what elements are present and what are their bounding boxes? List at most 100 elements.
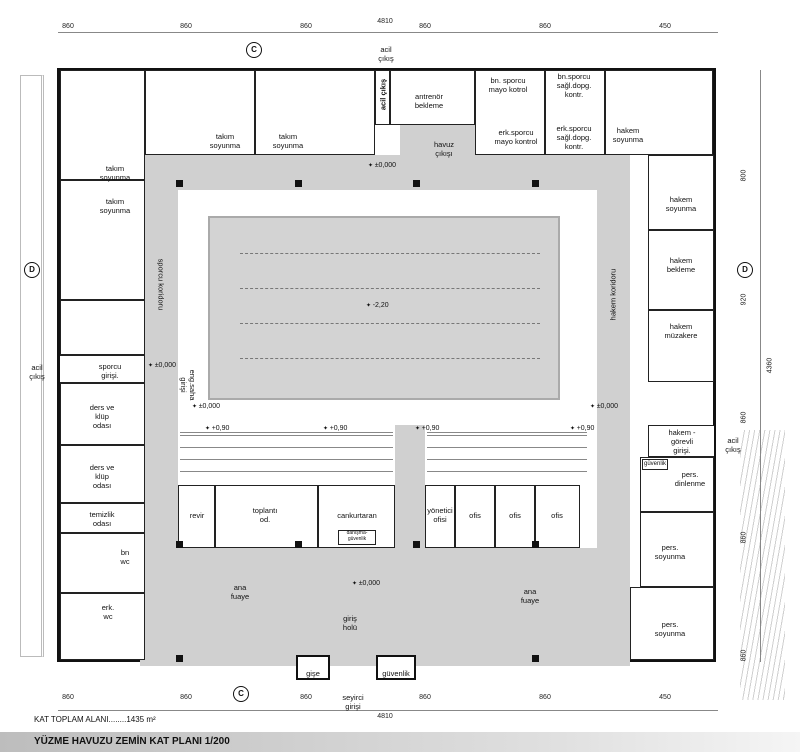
dim-bay: 860 xyxy=(300,23,312,30)
room-ders-1 xyxy=(60,383,145,445)
dim-line-top xyxy=(58,32,718,33)
room-bn-mayo xyxy=(475,70,545,155)
column xyxy=(295,180,302,187)
label-sporcu-girisi: sporcu girişi. xyxy=(98,362,122,380)
dim-bay: 860 xyxy=(740,411,748,424)
label-danisma: danışma- güvenlik xyxy=(346,530,368,542)
column xyxy=(532,655,539,662)
dim-line-bottom xyxy=(58,710,718,711)
column xyxy=(295,541,302,548)
pool-lane xyxy=(240,288,540,289)
label-hakem-gorevli: hakem - görevli girişi. xyxy=(668,428,696,455)
label-takim-1: takım soyunma xyxy=(209,132,241,150)
dim-bay: 450 xyxy=(659,23,671,30)
level-pool: -2,20 xyxy=(366,302,389,309)
room-ders-2 xyxy=(60,445,145,503)
top-corridor xyxy=(145,155,630,190)
room-antrenor xyxy=(390,70,475,125)
room-left-top xyxy=(60,70,145,180)
havuz-cikisi-area xyxy=(400,120,475,160)
label-ana-fuaye-2: ana fuaye xyxy=(520,587,540,605)
label-bn-wc: bn wc xyxy=(120,548,130,566)
label-ana-fuaye-1: ana fuaye xyxy=(230,583,250,601)
dim-bay: 800 xyxy=(740,169,748,182)
label-pers-soyunma-1: pers. soyunma xyxy=(654,543,686,561)
room-ofis-3 xyxy=(535,485,580,548)
room-pers-soyunma-2 xyxy=(630,587,714,660)
room-takim-top-2 xyxy=(255,70,375,155)
dim-bay: 860 xyxy=(62,694,74,701)
room-hakem-gorevli xyxy=(648,425,714,457)
room-danisma xyxy=(338,530,376,545)
label-toplanti: toplantı od. xyxy=(252,506,278,524)
label-ders-1: ders ve klüp odası xyxy=(89,403,115,430)
label-sporcu-koridoru: sporcu koridoru xyxy=(156,258,166,311)
site-boundary-right xyxy=(740,430,785,700)
dim-line-right xyxy=(760,70,761,662)
label-hakem-bekleme: hakem bekleme xyxy=(666,256,696,274)
level-top: ±0,000 xyxy=(368,162,396,169)
dim-total-top: 4810 xyxy=(377,18,393,25)
dim-bay: 860 xyxy=(740,649,748,662)
seating-right xyxy=(427,432,587,483)
dim-bay: 860 xyxy=(180,23,192,30)
dim-total-right: 4360 xyxy=(766,357,774,374)
dim-bay: 920 xyxy=(740,293,748,306)
label-seyirci-girisi: seyirci girişi xyxy=(342,693,364,711)
room-hakem-soyunma-2 xyxy=(648,155,714,230)
label-ders-2: ders ve klüp odası xyxy=(89,463,115,490)
pool-lane xyxy=(240,358,540,359)
label-eng-saha: eng.saha girişi xyxy=(179,369,197,401)
label-hakem-muzakere: hakem müzakere xyxy=(664,322,698,340)
plan-title: YÜZME HAVUZU ZEMİN KAT PLANI 1/200 xyxy=(34,736,230,747)
column xyxy=(532,180,539,187)
label-hakem-soyunma-1: hakem soyunma xyxy=(612,126,644,144)
room-temizlik xyxy=(60,503,145,533)
label-hakem-soyunma-2: hakem soyunma xyxy=(665,195,697,213)
room-takim-left xyxy=(60,180,145,300)
level-seat-3: +0,90 xyxy=(415,425,440,432)
level-lobby: ±0,000 xyxy=(352,580,380,587)
room-pers-dinlenme xyxy=(640,457,714,512)
room-acil-cikis xyxy=(375,70,390,125)
dim-bay: 860 xyxy=(180,694,192,701)
room-yonetici xyxy=(425,485,455,548)
column xyxy=(413,180,420,187)
room-guvenlik-bottom xyxy=(376,655,416,680)
label-cankurtaran: cankurtaran xyxy=(337,511,377,520)
dim-bay: 860 xyxy=(539,694,551,701)
site-boundary-left xyxy=(20,75,44,657)
section-marker-d-right: D xyxy=(737,262,753,278)
dim-bay: 450 xyxy=(659,694,671,701)
label-erk-mayo: erk.sporcu mayo kontrol xyxy=(494,128,538,146)
room-bn-wc xyxy=(60,533,145,593)
label-acil-cikis-right: acil çıkış xyxy=(725,436,741,454)
room-left-wc xyxy=(60,300,145,355)
label-gise: gişe xyxy=(306,669,320,678)
room-gise xyxy=(296,655,330,680)
column xyxy=(176,180,183,187)
title-bar xyxy=(0,732,800,752)
level-sporcu: ±0,000 xyxy=(148,362,176,369)
section-marker-d-left: D xyxy=(24,262,40,278)
level-seat-4: +0,90 xyxy=(570,425,595,432)
label-temizlik: temizlik odası xyxy=(89,510,115,528)
column xyxy=(413,541,420,548)
dim-bay: 860 xyxy=(300,694,312,701)
label-erk-wc: erk. wc xyxy=(101,603,115,621)
level-left-hall: ±0,000 xyxy=(192,403,220,410)
label-takim-4: takım soyunma xyxy=(99,197,131,215)
right-corridor xyxy=(597,155,630,595)
section-marker-c-top: C xyxy=(246,42,262,58)
dim-bay: 860 xyxy=(62,23,74,30)
room-hakem-soyunma-1 xyxy=(605,70,713,155)
label-guvenlik-bottom: güvenlik xyxy=(382,669,410,678)
column xyxy=(176,541,183,548)
label-revir: revir xyxy=(189,511,205,520)
label-takim-3: takım soyunma xyxy=(99,164,131,182)
room-takim-top-1 xyxy=(145,70,255,155)
label-pers-soyunma-2: pers. soyunma xyxy=(654,620,686,638)
label-havuz-cikisi: havuz çıkışı xyxy=(433,140,455,158)
label-bn-mayo: bn. sporcu mayo kotrol xyxy=(488,76,528,94)
